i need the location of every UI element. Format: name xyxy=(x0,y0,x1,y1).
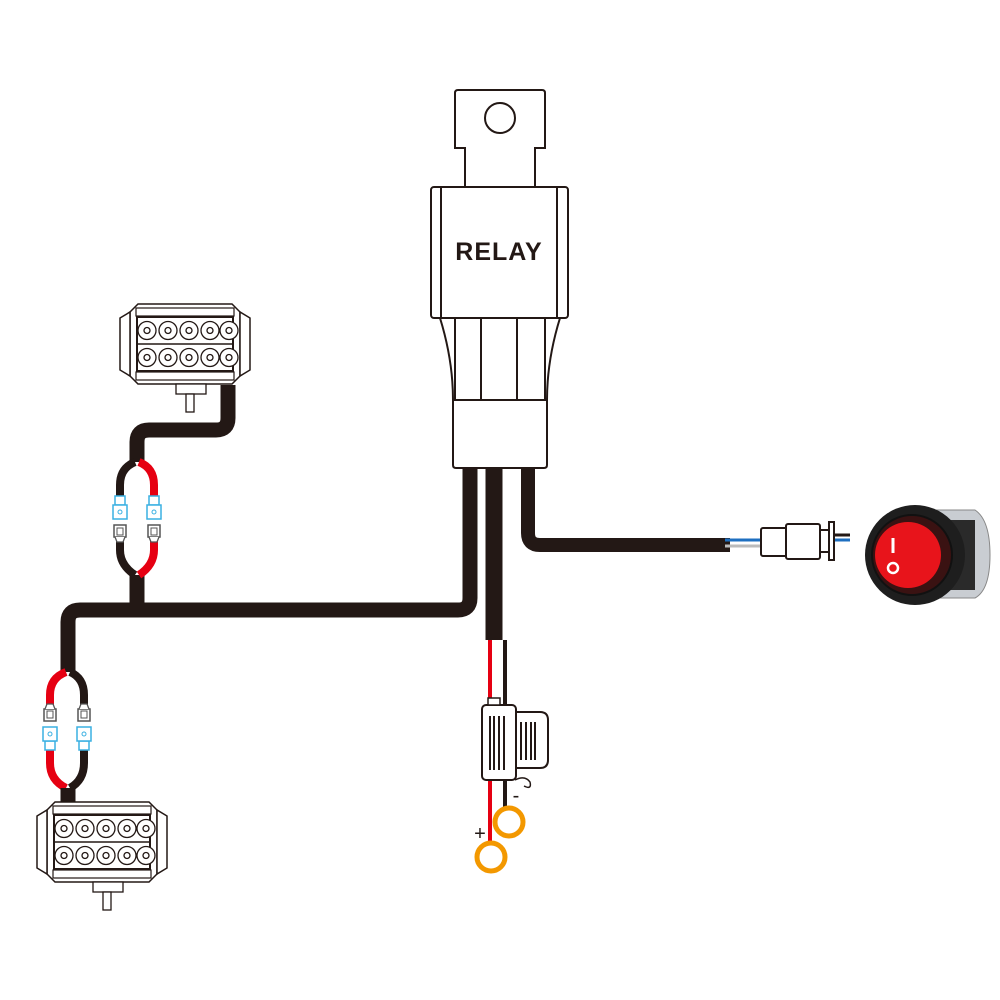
relay-body xyxy=(430,186,569,319)
light-bar-lower xyxy=(36,801,168,911)
ring-terminal-negative xyxy=(492,805,526,839)
wire-switch xyxy=(521,468,730,552)
relay-mount-hole xyxy=(484,102,516,134)
relay-base xyxy=(438,317,562,469)
negative-label: - xyxy=(513,785,520,807)
relay-label: RELAY xyxy=(455,238,542,266)
positive-label: + xyxy=(474,823,486,845)
fuse-holder xyxy=(481,697,549,789)
ring-terminal-positive xyxy=(474,840,508,874)
rocker-switch xyxy=(865,505,991,605)
wire-upper-black-split xyxy=(116,458,138,579)
wire-upper-light xyxy=(129,385,236,462)
wire-main-left xyxy=(60,468,478,672)
wire-upper-red-split xyxy=(136,458,158,579)
spade-connector-lower xyxy=(42,703,92,751)
relay: RELAY xyxy=(430,89,569,469)
wire-harness xyxy=(46,385,850,842)
switch-rocker-button xyxy=(875,522,941,588)
spade-connector xyxy=(112,495,128,543)
switch-off-symbol xyxy=(886,561,900,575)
switch-connector xyxy=(760,521,835,561)
wire-lower-black-split xyxy=(67,668,88,792)
wire-lower-red-split xyxy=(46,668,68,792)
spade-connector xyxy=(146,495,162,543)
